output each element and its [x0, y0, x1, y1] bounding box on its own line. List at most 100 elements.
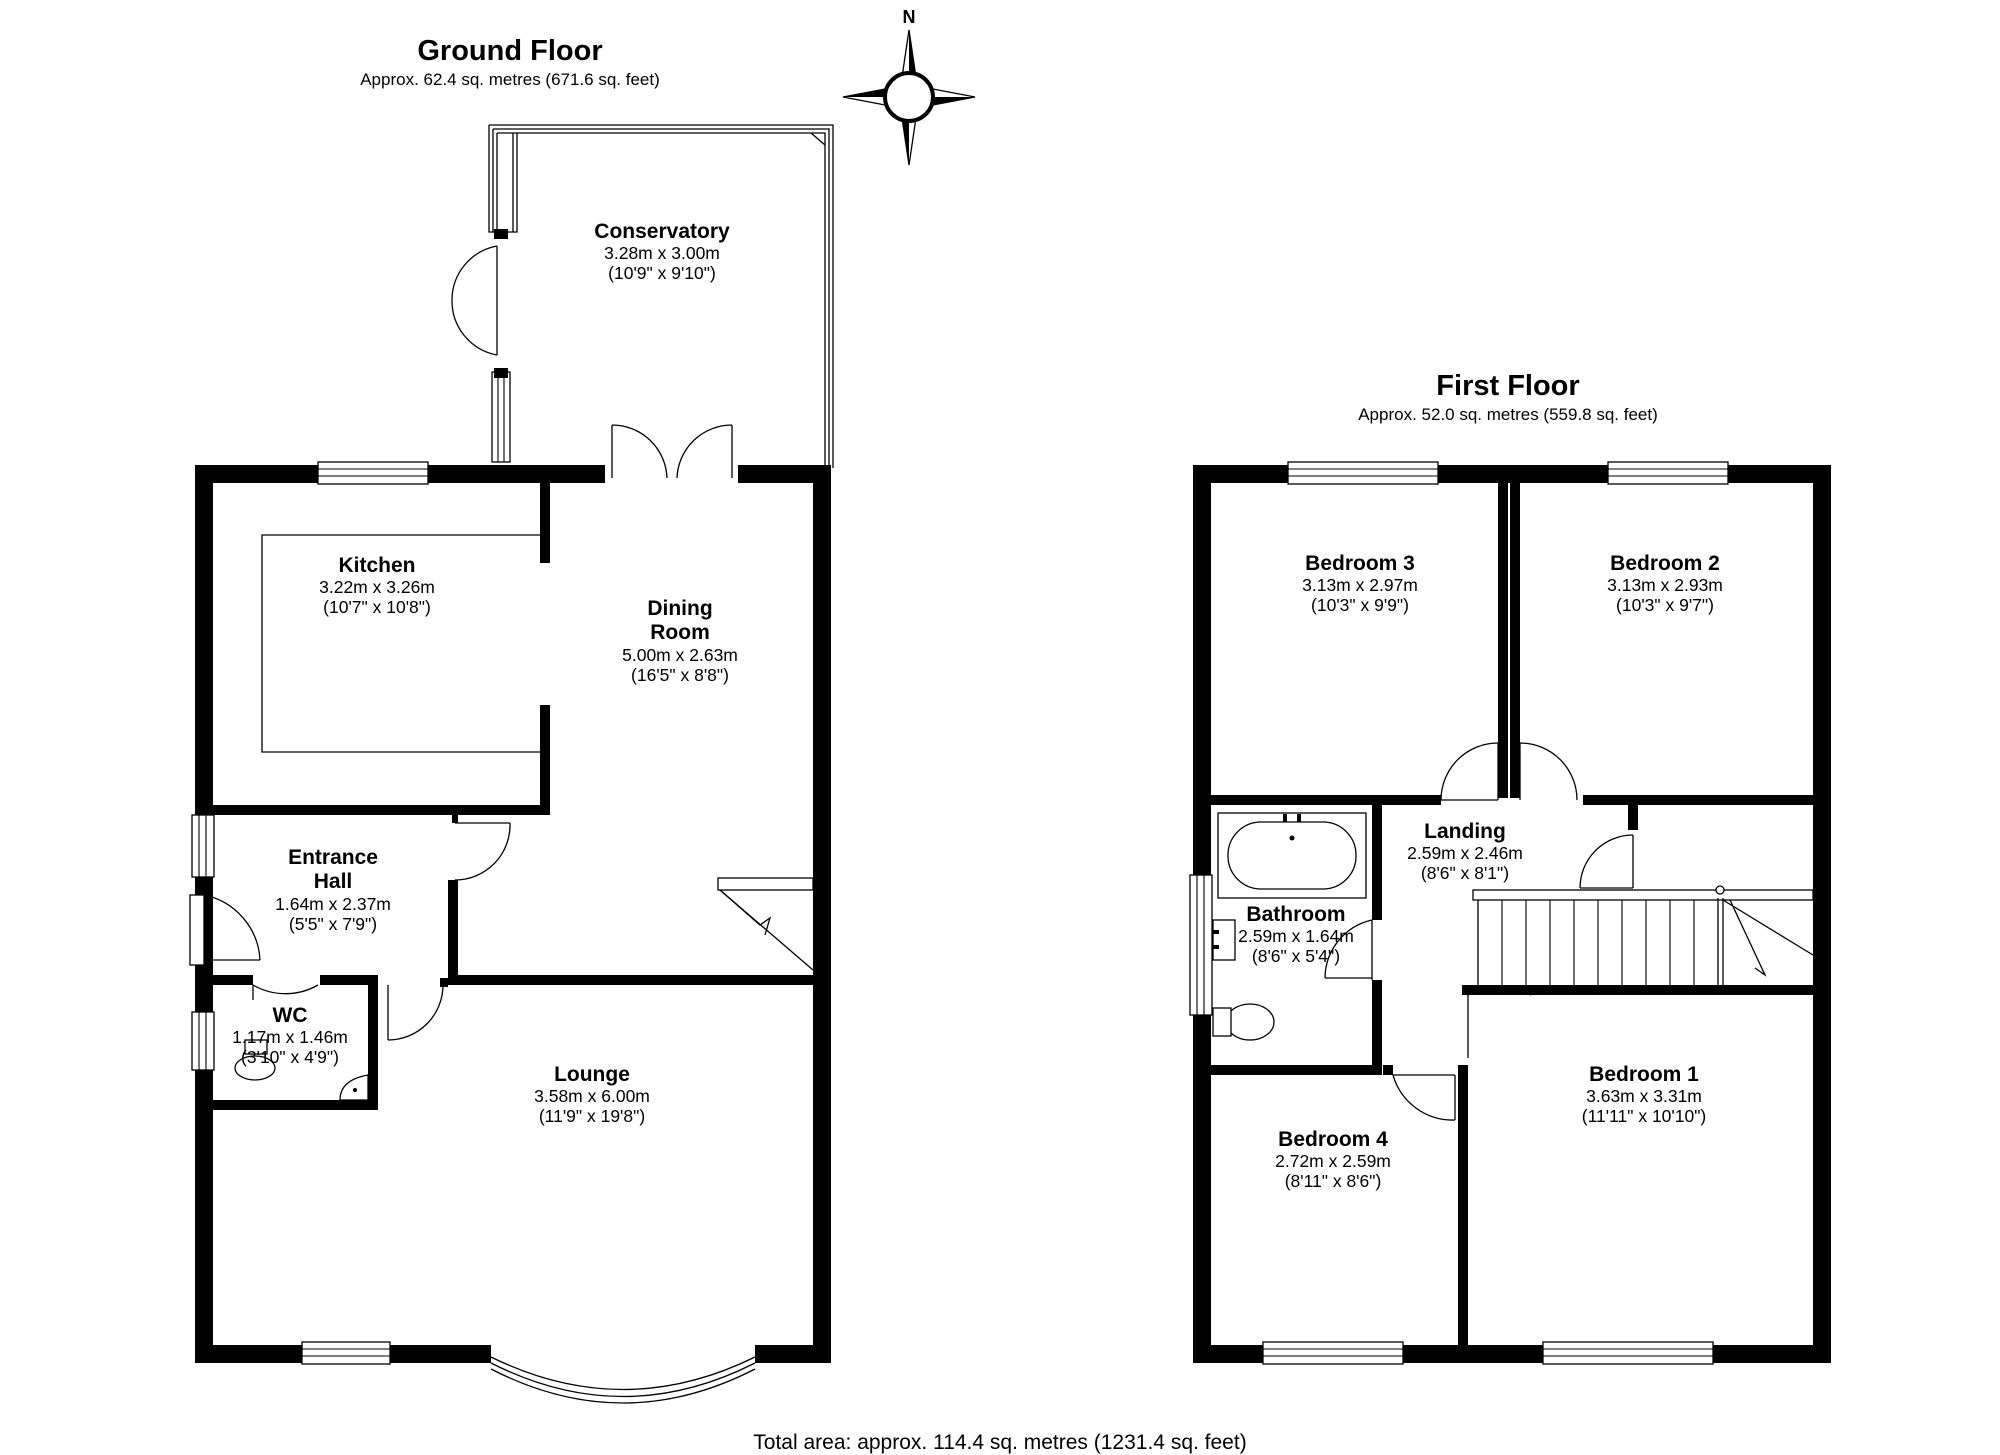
first-wall-east — [1813, 465, 1831, 1363]
cupboard-wall — [1628, 805, 1638, 830]
room-label-bedroom4: Bedroom 4 2.72m x 2.59m (8'11" x 8'6") — [1275, 1128, 1391, 1191]
room-label-wc: WC 1.17m x 1.46m (3'10" x 4'9") — [232, 1004, 348, 1067]
kitchen-dining-wall-lower — [540, 705, 550, 813]
bedroom4-imperial: (8'11" x 8'6") — [1285, 1171, 1382, 1191]
first-floor-plan — [1189, 461, 1831, 1365]
compass-north-label: N — [903, 7, 916, 27]
ground-wall-north-right — [738, 465, 831, 483]
dining-name-line1: Dining — [647, 597, 712, 620]
kitchen-worktop — [261, 534, 540, 753]
landing-name: Landing — [1424, 820, 1506, 843]
compass-icon: N — [842, 7, 976, 166]
room-label-entrance-hall: Entrance Hall 1.64m x 2.37m (5'5" x 7'9"… — [275, 846, 391, 934]
bedroom4-metric: 2.72m x 2.59m — [1275, 1151, 1391, 1171]
front-door — [189, 880, 261, 977]
room-label-bathroom: Bathroom 2.59m x 1.64m (8'6" x 5'4") — [1238, 903, 1354, 966]
bedroom3-metric: 3.13m x 2.97m — [1302, 575, 1418, 595]
lounge-name: Lounge — [554, 1063, 630, 1086]
landing-imperial: (8'6" x 8'1") — [1421, 863, 1509, 883]
wc-metric: 1.17m x 1.46m — [232, 1027, 348, 1047]
bed4-bed1-wall — [1458, 1065, 1468, 1345]
wc-name: WC — [273, 1004, 308, 1027]
ground-floor-area: Approx. 62.4 sq. metres (671.6 sq. feet) — [360, 70, 660, 89]
wc-window — [191, 1011, 215, 1071]
wc-basin — [339, 1074, 369, 1101]
bathroom-toilet — [1212, 1003, 1275, 1041]
lounge-imperial: (11'9" x 19'8") — [539, 1106, 645, 1126]
bathroom-landing-wall-lower — [1372, 980, 1382, 1075]
room-label-lounge: Lounge 3.58m x 6.00m (11'9" x 19'8") — [534, 1063, 650, 1126]
first-floor-title: First Floor — [1436, 370, 1579, 402]
bathroom-metric: 2.59m x 1.64m — [1238, 926, 1354, 946]
bedroom1-window — [1542, 1341, 1714, 1365]
kitchen-imperial: (10'7" x 10'8") — [323, 597, 431, 617]
dining-lounge-wall — [448, 975, 813, 985]
hall-dining-wall — [448, 880, 458, 980]
conservatory-imperial: (10'9" x 9'10") — [608, 263, 716, 283]
bedroom2-name: Bedroom 2 — [1610, 552, 1720, 575]
bedroom1-name: Bedroom 1 — [1589, 1063, 1699, 1086]
bathroom-basin — [1212, 919, 1236, 961]
bedroom3-imperial: (10'3" x 9'9") — [1311, 595, 1409, 615]
bathroom-name: Bathroom — [1246, 903, 1345, 926]
total-area: Total area: approx. 114.4 sq. metres (12… — [753, 1431, 1246, 1454]
kitchen-dining-wall-upper — [540, 483, 550, 563]
wc-door — [252, 984, 319, 1000]
room-label-bedroom1: Bedroom 1 3.63m x 3.31m (11'11" x 10'10"… — [1582, 1063, 1707, 1126]
entrance-name-line2: Hall — [314, 870, 353, 893]
conservatory-name: Conservatory — [594, 220, 730, 243]
room-label-landing: Landing 2.59m x 2.46m (8'6" x 8'1") — [1407, 820, 1523, 883]
bedroom3-door — [1440, 742, 1499, 801]
landing-metric: 2.59m x 2.46m — [1407, 843, 1523, 863]
hall-window — [191, 814, 215, 878]
lounge-window — [301, 1341, 391, 1365]
dining-imperial: (16'5" x 8'8") — [631, 665, 729, 685]
wc-top-wall-left — [213, 975, 253, 985]
kitchen-metric: 3.22m x 3.26m — [319, 577, 435, 597]
room-label-conservatory: Conservatory 3.28m x 3.00m (10'9" x 9'10… — [594, 220, 730, 283]
room-label-kitchen: Kitchen 3.22m x 3.26m (10'7" x 10'8") — [319, 554, 435, 617]
bedroom2-imperial: (10'3" x 9'7") — [1616, 595, 1714, 615]
wc-bottom-wall — [213, 1100, 378, 1110]
ground-stairs — [717, 877, 814, 971]
dining-name-line2: Room — [650, 621, 710, 644]
bed4-door-jamb — [1383, 1065, 1393, 1075]
bed2-bottom-wall — [1583, 795, 1813, 805]
hall-lounge-door — [387, 978, 448, 1041]
bedroom4-window — [1262, 1341, 1404, 1365]
bedroom1-imperial: (11'11" x 10'10") — [1582, 1106, 1707, 1126]
conservatory-frame — [451, 124, 834, 468]
bedroom2-window — [1607, 461, 1729, 485]
bathroom-imperial: (8'6" x 5'4") — [1252, 946, 1340, 966]
kitchen-window — [317, 461, 429, 485]
bed1-top-wall — [1468, 985, 1813, 995]
bedroom1-door — [1462, 985, 1532, 1058]
bathroom-bottom-wall — [1211, 1065, 1382, 1075]
dining-metric: 5.00m x 2.63m — [622, 645, 738, 665]
ground-wall-east — [813, 465, 831, 1363]
bedroom2-door — [1519, 742, 1578, 801]
bed3-bed2-wall-right — [1510, 483, 1520, 798]
bathtub — [1217, 812, 1367, 899]
ground-wall-south-right — [755, 1345, 831, 1363]
bedroom3-window — [1287, 461, 1439, 485]
bed3-bottom-wall — [1211, 795, 1441, 805]
entrance-metric: 1.64m x 2.37m — [275, 894, 391, 914]
kitchen-name: Kitchen — [338, 554, 415, 577]
entrance-imperial: (5'5" x 7'9") — [289, 914, 377, 934]
ground-floor-plan — [189, 124, 834, 1404]
ground-floor-title: Ground Floor — [417, 35, 602, 67]
cupboard-door — [1579, 834, 1634, 889]
room-label-bedroom3: Bedroom 3 3.13m x 2.97m (10'3" x 9'9") — [1302, 552, 1418, 615]
lounge-bay-window — [490, 1356, 756, 1404]
room-label-bedroom2: Bedroom 2 3.13m x 2.93m (10'3" x 9'7") — [1607, 552, 1723, 615]
conservatory-metric: 3.28m x 3.00m — [604, 243, 720, 263]
hall-dining-door — [452, 815, 511, 881]
bathroom-window — [1189, 874, 1213, 1016]
bed3-bed2-wall — [1498, 483, 1508, 798]
first-floor-stairs — [1472, 885, 1814, 985]
bedroom2-metric: 3.13m x 2.93m — [1607, 575, 1723, 595]
bedroom3-name: Bedroom 3 — [1305, 552, 1415, 575]
wc-imperial: (3'10" x 4'9") — [241, 1047, 339, 1067]
